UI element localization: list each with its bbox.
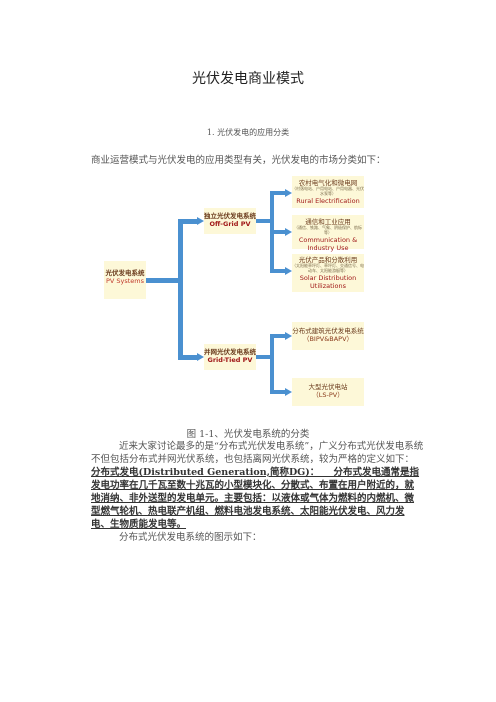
arrowhead-offgrid [197, 217, 204, 225]
gridtied-cn-label: 并网光伏发电系统 [204, 348, 256, 356]
diagram-box-lspv: 大型光伏电站 （LS-PV） [292, 378, 364, 406]
diagram-box-gridtied: 并网光伏发电系统 Grid-Tied PV [204, 344, 256, 370]
diagram-box-comm: 通信和工业应用 （通信、铁路、气象、阴极保护、航标等） Communicatio… [292, 215, 364, 252]
pv-classification-diagram: 光伏发电系统 PV Systems 独立光伏发电系统 Off-Grid PV 并… [104, 172, 364, 420]
diagram-box-rural: 农村电气化和微电网 （村落电站、户用电站、户用电器、光伏水泵等） Rural E… [292, 176, 364, 208]
intro-paragraph: 商业运营模式与光伏发电的应用类型有关，光伏发电的市场分类如下： [91, 155, 386, 166]
paragraph-1-line-1: 近来大家讨论最多的是“分布式光伏发电系统”，广义分布式光伏发电系统 [119, 441, 424, 452]
diagram-box-offgrid: 独立光伏发电系统 Off-Grid PV [204, 208, 256, 234]
section-heading: 1. 光伏发电的应用分类 [206, 128, 290, 137]
offgrid-cn-label: 独立光伏发电系统 [204, 212, 256, 220]
diagram-box-bipv: 分布式建筑光伏发电系统 （BIPV&BAPV） [292, 322, 364, 350]
solar-en-label: Solar Distribution Utilizations [299, 274, 357, 291]
paragraph-1-line-2: 不但包括分布式并网光伏系统，也包括离网光伏系统，较为严格的定义如下： [91, 454, 415, 465]
connector-root-vertical [178, 219, 183, 359]
connector-gridtied-vertical [270, 334, 274, 394]
solar-sub-label: （太阳能草坪灯、草坪灯、交通信号、电动车、太阳能游艇等） [292, 263, 364, 274]
page-title: 光伏发电商业模式 [192, 71, 304, 87]
connector-to-solar [270, 269, 286, 273]
connector-to-lspv [270, 390, 286, 394]
connector-root [146, 278, 182, 283]
arrowhead-solar [285, 267, 292, 275]
root-cn-label: 光伏发电系统 [105, 269, 145, 277]
offgrid-en-label: Off-Grid PV [209, 220, 251, 229]
bipv-cn-label: 分布式建筑光伏发电系统 [292, 327, 364, 335]
rural-cn-label: 农村电气化和微电网 [298, 179, 358, 187]
figure-caption: 图 1-1、光伏发电系统的分类 [186, 429, 310, 440]
diagram-box-solar: 光伏产品和分散利用 （太阳能草坪灯、草坪灯、交通信号、电动车、太阳能游艇等） S… [292, 254, 364, 292]
connector-to-bipv [270, 334, 286, 338]
comm-cn-label: 通信和工业应用 [305, 218, 351, 226]
root-en-label: PV Systems [105, 277, 145, 286]
distributed-generation-definition: 分布式发电(Distributed Generation,简称DG)： 分布式发… [91, 467, 420, 530]
rural-en-label: Rural Electrification [296, 197, 360, 206]
connector-to-comm [270, 230, 286, 234]
connector-to-offgrid [178, 219, 198, 224]
rural-sub-label: （村落电站、户用电站、户用电器、光伏水泵等） [292, 186, 364, 197]
arrowhead-lspv [285, 388, 292, 396]
comm-sub-label: （通信、铁路、气象、阴极保护、航标等） [294, 225, 362, 236]
gridtied-en-label: Grid-Tied PV [207, 356, 253, 365]
paragraph-2: 分布式光伏发电系统的图示如下： [119, 532, 262, 543]
comm-en-label: Communication & Industry Use [298, 236, 358, 253]
lspv-cn-label: 大型光伏电站 [308, 383, 348, 391]
arrowhead-comm [285, 228, 292, 236]
connector-gridtied [256, 355, 274, 359]
arrowhead-rural [285, 189, 292, 197]
arrowhead-bipv [285, 332, 292, 340]
connector-to-gridtied [178, 355, 198, 360]
arrowhead-gridtied [197, 353, 204, 361]
connector-offgrid [256, 219, 274, 223]
lspv-en-label: （LS-PV） [312, 391, 344, 400]
bipv-en-label: （BIPV&BAPV） [302, 335, 354, 344]
connector-to-rural [270, 191, 286, 195]
solar-cn-label: 光伏产品和分散利用 [298, 256, 358, 264]
diagram-box-root: 光伏发电系统 PV Systems [104, 261, 146, 299]
